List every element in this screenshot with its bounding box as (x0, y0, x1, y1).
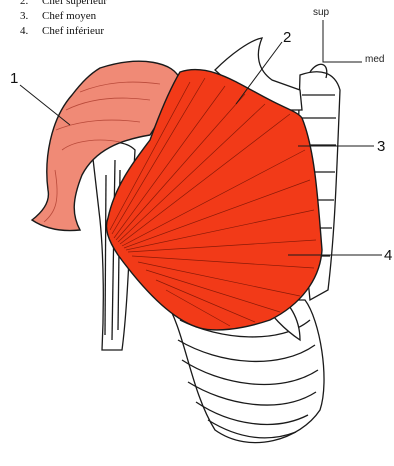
orientation-med-label: med (365, 54, 384, 65)
legend-item: 3.Chef moyen (12, 9, 107, 24)
legend-item: 4.Chef inférieur (12, 24, 107, 39)
orientation-axes (323, 20, 362, 62)
legend: 2.Chef supérieur 3.Chef moyen 4.Chef inf… (12, 0, 107, 39)
callout-1: 1 (10, 70, 18, 87)
callout-3: 3 (377, 138, 385, 155)
callout-4: 4 (384, 247, 392, 264)
callout-2: 2 (283, 29, 291, 46)
leader-line-1 (20, 85, 70, 125)
legend-item: 2.Chef supérieur (12, 0, 107, 9)
orientation-sup-label: sup (313, 7, 329, 18)
